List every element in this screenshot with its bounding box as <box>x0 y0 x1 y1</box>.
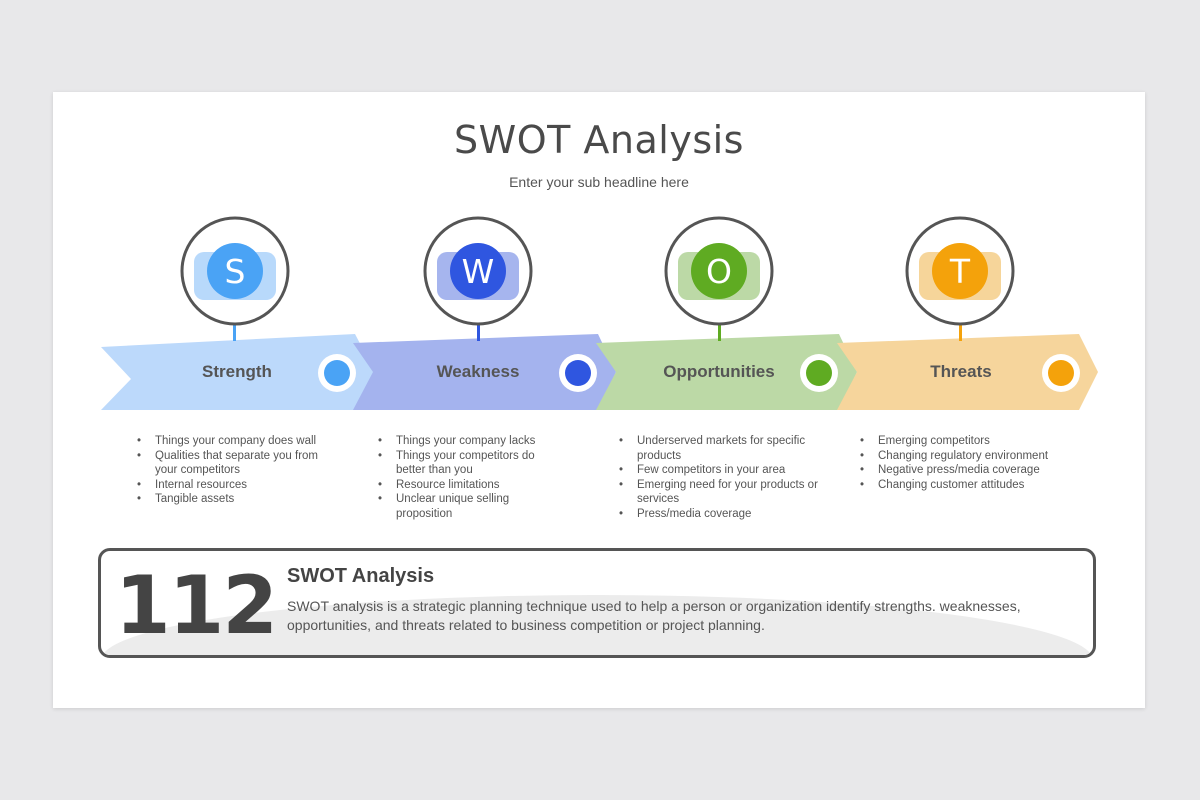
slide: SWOT Analysis Enter your sub headline he… <box>53 92 1145 708</box>
bullets-opportunities: Underserved markets for specific product… <box>615 434 827 521</box>
dot-o <box>800 354 838 392</box>
arrow-band-t <box>837 334 1098 410</box>
list-item: Tangible assets <box>133 492 333 507</box>
label-weakness: Weakness <box>436 362 520 381</box>
list-item: Negative press/media coverage <box>856 463 1068 478</box>
letter-s: S <box>225 252 246 291</box>
info-box: 112 SWOT Analysis SWOT analysis is a str… <box>98 548 1096 658</box>
stem-t <box>959 325 962 341</box>
list-item: Unclear unique selling proposition <box>374 492 556 521</box>
list-item: Underserved markets for specific product… <box>615 434 827 463</box>
label-threats: Threats <box>930 362 992 381</box>
circle-group-w: W <box>423 216 533 326</box>
list-item: Things your competitors do better than y… <box>374 449 556 478</box>
info-title: SWOT Analysis <box>287 565 435 587</box>
stem-o <box>718 325 721 341</box>
list-item: Few competitors in your area <box>615 463 827 478</box>
list-item: Emerging need for your products or servi… <box>615 478 827 507</box>
info-number: 112 <box>115 559 278 652</box>
stem-w <box>477 325 480 341</box>
circle-group-s: S <box>180 216 290 326</box>
label-strength: Strength <box>202 362 272 381</box>
list-item: Emerging competitors <box>856 434 1068 449</box>
bullets-threats: Emerging competitors Changing regulatory… <box>856 434 1068 492</box>
info-text: SWOT analysis is a strategic planning te… <box>287 598 1021 633</box>
circle-group-o: O <box>664 216 774 326</box>
list-item: Press/media coverage <box>615 507 827 522</box>
list-item: Changing customer attitudes <box>856 478 1068 493</box>
page-subtitle: Enter your sub headline here <box>509 174 689 190</box>
stem-s <box>233 325 236 341</box>
arrow-band-w <box>353 334 616 410</box>
dot-s <box>318 354 356 392</box>
list-item: Qualities that separate you from your co… <box>133 449 333 478</box>
arrow-band-s <box>101 334 375 410</box>
letter-w: W <box>462 252 495 291</box>
circle-group-t: T <box>905 216 1015 326</box>
label-opportunities: Opportunities <box>663 362 775 381</box>
arrow-band-o <box>596 334 857 410</box>
list-item: Changing regulatory environment <box>856 449 1068 464</box>
dot-t <box>1042 354 1080 392</box>
dot-w <box>559 354 597 392</box>
list-item: Internal resources <box>133 478 333 493</box>
list-item: Things your company lacks <box>374 434 556 449</box>
bullets-strength: Things your company does wall Qualities … <box>133 434 333 507</box>
page-title: SWOT Analysis <box>454 118 744 162</box>
list-item: Resource limitations <box>374 478 556 493</box>
list-item: Things your company does wall <box>133 434 333 449</box>
swot-diagram: S W O T <box>101 216 1098 410</box>
bullets-weakness: Things your company lacks Things your co… <box>374 434 556 521</box>
letter-o: O <box>706 252 732 291</box>
letter-t: T <box>949 252 971 291</box>
